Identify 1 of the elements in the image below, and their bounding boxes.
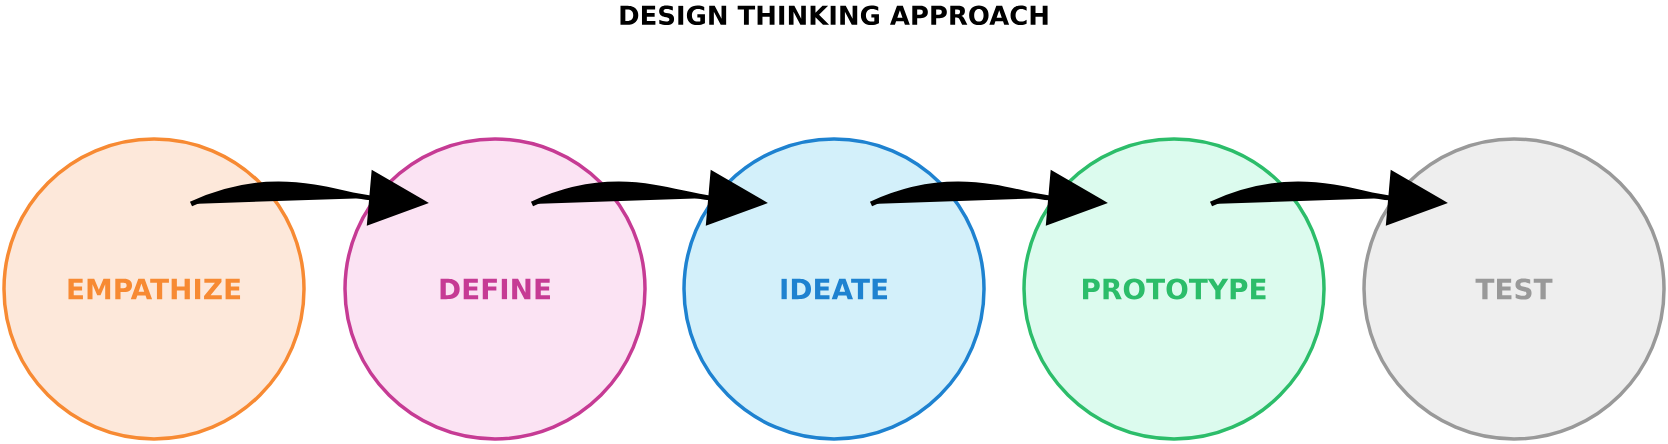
title: DESIGN THINKING APPROACH bbox=[620, 5, 1048, 26]
